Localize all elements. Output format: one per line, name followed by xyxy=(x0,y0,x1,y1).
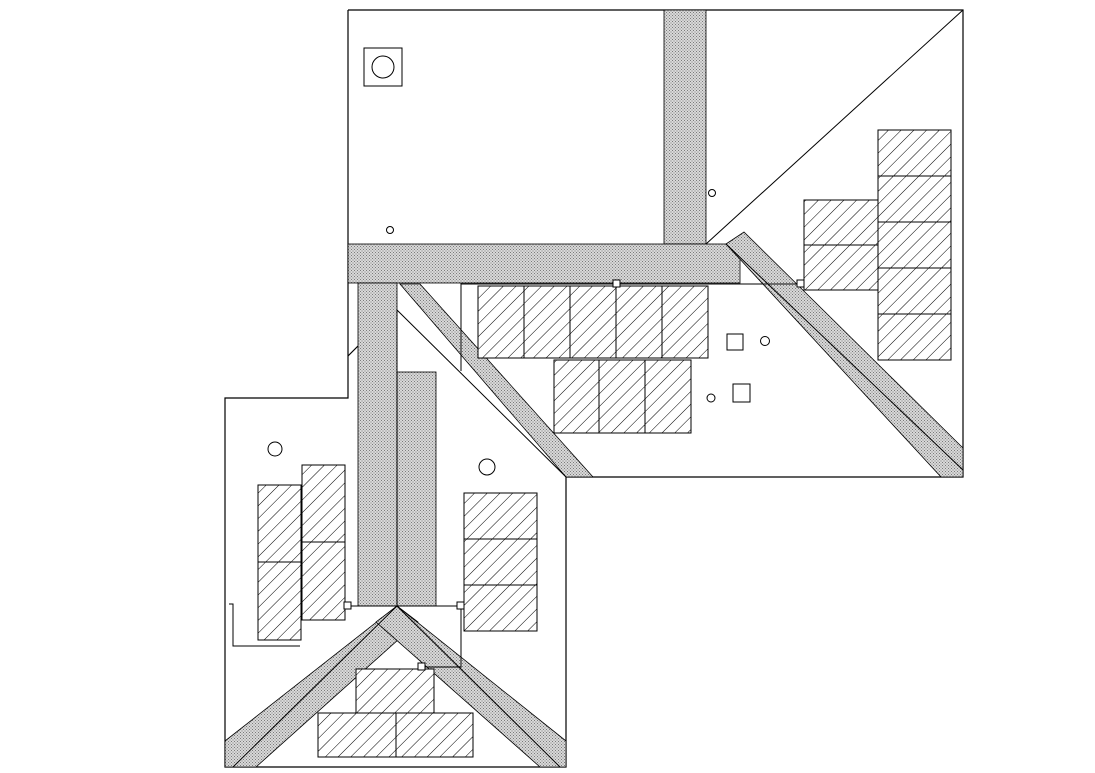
conduit-lines xyxy=(229,283,800,668)
solar-panel xyxy=(463,584,538,632)
solar-panel xyxy=(523,285,571,359)
round-vent xyxy=(386,226,394,234)
solar-panel xyxy=(877,175,952,223)
round-vent xyxy=(760,336,770,346)
ridge-left-vertical-b xyxy=(396,371,437,607)
ridge-upper-vertical xyxy=(663,9,707,245)
roof-edges xyxy=(232,9,964,768)
solar-panel xyxy=(317,712,397,758)
solar-panel xyxy=(463,492,538,540)
solar-panel xyxy=(877,221,952,269)
solar-panel xyxy=(615,285,663,359)
solar-panel xyxy=(803,244,879,291)
solar-panel xyxy=(477,285,525,359)
square-vent xyxy=(732,383,751,403)
solar-panel xyxy=(301,464,346,543)
junction-box xyxy=(612,279,621,288)
junction-box xyxy=(343,601,352,610)
hip-lower-left xyxy=(224,605,419,768)
chimney-round-vent xyxy=(371,55,395,79)
solar-panel xyxy=(569,285,617,359)
solar-panel xyxy=(803,199,879,246)
solar-panel xyxy=(257,484,302,563)
solar-panel xyxy=(877,267,952,315)
junction-box xyxy=(417,662,426,671)
solar-panel xyxy=(463,538,538,586)
solar-panels xyxy=(257,129,952,758)
junction-box xyxy=(796,279,805,288)
solar-panel xyxy=(598,359,646,434)
solar-panel xyxy=(301,541,346,621)
hip-center-diagonal xyxy=(399,283,594,478)
solar-panel xyxy=(877,129,952,177)
solar-panel xyxy=(877,313,952,361)
round-vent xyxy=(706,393,716,403)
roof-vents xyxy=(267,47,770,476)
square-vent xyxy=(726,333,744,351)
solar-panel xyxy=(257,561,302,641)
solar-panel xyxy=(553,359,600,434)
solar-panel xyxy=(355,668,435,714)
junction-boxes xyxy=(343,279,805,671)
ridge-left-vertical-a xyxy=(357,282,398,607)
hip-upper-right xyxy=(725,231,964,478)
ridge-horizontal xyxy=(347,243,741,284)
hip-lower-right xyxy=(375,605,567,768)
solar-panel xyxy=(644,359,692,434)
solar-panel xyxy=(395,712,474,758)
round-vent xyxy=(478,458,496,476)
junction-box xyxy=(456,601,465,610)
roof-ridges xyxy=(224,9,964,768)
round-vent xyxy=(267,441,283,457)
solar-panel xyxy=(661,285,709,359)
round-vent xyxy=(708,189,716,197)
